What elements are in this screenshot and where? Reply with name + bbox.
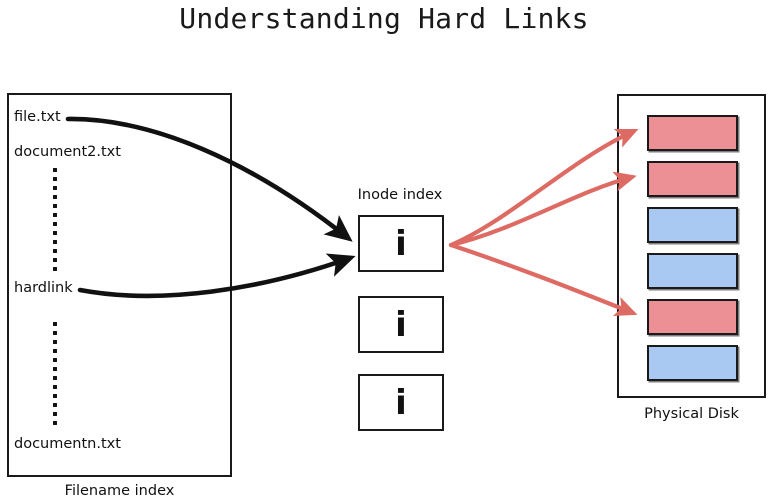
arrow-inode-to-block-2 (448, 171, 637, 248)
ellipsis-dot (53, 358, 57, 362)
ellipsis-dot (53, 177, 57, 181)
ellipsis-dot (53, 421, 57, 425)
vertical-ellipsis-lower (53, 322, 63, 430)
inode-glyph: i (395, 382, 407, 423)
inode-box-3: i (358, 374, 444, 431)
disk-block-1-used (647, 115, 738, 151)
ellipsis-dot (53, 186, 57, 190)
ellipsis-dot (53, 376, 57, 380)
ellipsis-dot (53, 204, 57, 208)
ellipsis-dot (53, 258, 57, 262)
ellipsis-dot (53, 195, 57, 199)
page-title: Understanding Hard Links (179, 2, 589, 35)
filename-entry-hardlink: hardlink (14, 280, 73, 296)
ellipsis-dot (53, 213, 57, 217)
ellipsis-dot (53, 249, 57, 253)
arrow-inode-to-block-1 (448, 128, 639, 248)
disk-block-2-used (647, 161, 738, 197)
inode-box-2: i (358, 296, 444, 353)
filename-entry-documentn-txt: documentn.txt (14, 436, 121, 452)
arrow-inode-to-block-5 (448, 242, 638, 316)
ellipsis-dot (53, 412, 57, 416)
inode-index-caption: Inode index (357, 187, 443, 203)
ellipsis-dot (53, 231, 57, 235)
inode-glyph: i (395, 304, 407, 345)
vertical-ellipsis-upper (53, 168, 63, 276)
ellipsis-dot (53, 168, 57, 172)
disk-block-6-free (647, 345, 738, 381)
ellipsis-dot (53, 240, 57, 244)
disk-block-5-used (647, 299, 738, 335)
disk-block-3-free (647, 207, 738, 243)
ellipsis-dot (53, 367, 57, 371)
ellipsis-dot (53, 331, 57, 335)
ellipsis-dot (53, 385, 57, 389)
filename-entry-file-txt: file.txt (14, 109, 61, 125)
ellipsis-dot (53, 267, 57, 271)
inode-glyph: i (395, 223, 407, 264)
filename-entry-document2-txt: document2.txt (14, 144, 121, 160)
ellipsis-dot (53, 222, 57, 226)
ellipsis-dot (53, 403, 57, 407)
ellipsis-dot (53, 394, 57, 398)
inode-box-1: i (358, 215, 444, 272)
ellipsis-dot (53, 340, 57, 344)
ellipsis-dot (53, 349, 57, 353)
physical-disk-caption: Physical Disk (644, 406, 739, 422)
disk-block-4-free (647, 253, 738, 289)
ellipsis-dot (53, 322, 57, 326)
filename-index-caption: Filename index (64, 483, 175, 499)
